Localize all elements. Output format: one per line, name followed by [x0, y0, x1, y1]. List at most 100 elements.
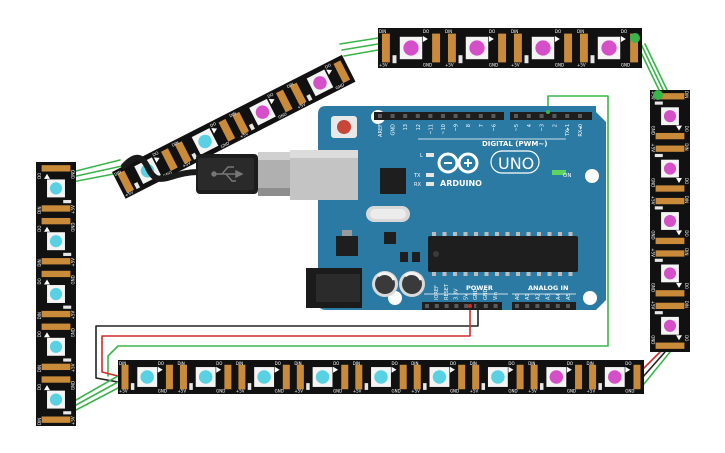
solder-pad [399, 364, 407, 390]
direction-arrow [422, 36, 428, 42]
led-light [313, 76, 327, 90]
strip-label-do: DO [266, 92, 274, 99]
strip-label-do: DO [621, 29, 627, 34]
solder-pad [179, 364, 187, 390]
strip-label-gnd: GND [651, 283, 656, 292]
chip-pin [568, 232, 573, 236]
resistor [423, 383, 427, 390]
resistor [63, 411, 72, 415]
strip-label-din: DIN [470, 361, 477, 366]
l-led-label: L [420, 153, 423, 159]
strip-label-do: DO [684, 178, 689, 184]
solder-pad [41, 217, 71, 225]
pin-label: TX▸1 [565, 124, 571, 137]
strip-label-do: DO [275, 361, 281, 366]
strip-label-gnd: GND [216, 389, 225, 394]
strip-label-do: DO [555, 29, 561, 34]
chip-pin [495, 232, 499, 236]
tx-led-label: TX [413, 173, 421, 179]
direction-arrow [554, 36, 560, 42]
led-light [663, 110, 677, 123]
strip-label-vdd: +5V [239, 131, 249, 139]
solder-pad [630, 33, 639, 63]
strip-label-gnd: GND [333, 389, 342, 394]
digital-header [510, 112, 592, 120]
strip-label-vdd: +5V [71, 311, 76, 320]
pin-label: AREF [378, 124, 384, 137]
strip-label-din: DIN [37, 418, 42, 425]
pin-hole [565, 114, 570, 118]
l-led [426, 153, 434, 157]
strip-label-vdd: +5V [470, 389, 479, 394]
solder-pad [530, 364, 538, 390]
strip-label-vdd: +5V [651, 91, 656, 100]
resistor [524, 55, 529, 64]
strip-label-din: DIN [228, 111, 237, 119]
solder-pad [161, 148, 178, 171]
solder-pad [655, 237, 685, 245]
direction-arrow [488, 36, 494, 42]
bottom-pin-holes [425, 304, 570, 308]
led-light [432, 370, 447, 384]
strip-label-gnd: GND [567, 389, 576, 394]
led-light [374, 370, 388, 384]
chip-pin [463, 272, 468, 276]
pin-hole [483, 304, 488, 308]
pin-label: ~5 [514, 124, 520, 131]
analog-header [512, 302, 576, 310]
chip-pin [547, 272, 552, 276]
strip-label-do: DO [158, 361, 164, 366]
strip-label-vdd: +5V [445, 63, 454, 68]
pin-label: RESET [444, 283, 450, 300]
solder-pad [218, 118, 236, 142]
strip-label-gnd: GND [335, 82, 345, 91]
strip-label-vdd: +5V [236, 389, 245, 394]
strip-label-din: DIN [236, 361, 243, 366]
solder-pad [575, 364, 583, 390]
strip-label-do: DO [324, 62, 332, 69]
pin-hole [466, 114, 471, 118]
chip-pin [432, 232, 436, 236]
solder-pad [41, 310, 71, 318]
led-light [469, 40, 485, 56]
strip-label-din: DIN [37, 312, 42, 319]
strip-label-din: DIN [528, 361, 535, 366]
pin-label: A4 [556, 293, 562, 300]
strip-label-do: DO [37, 225, 42, 231]
led-light [49, 340, 63, 353]
data-wire [107, 95, 609, 377]
solder-pad [238, 364, 246, 390]
led-light [49, 393, 63, 406]
solder-pad [174, 141, 192, 164]
solder-pad [296, 364, 304, 390]
led-strips: DIN DO +5V GND DIN DO +5V GND DIN DO +5V GND DIN DO +5… [36, 28, 690, 426]
analog-label: ANALOG IN [528, 284, 568, 292]
pin-label: 12 [416, 124, 422, 130]
strip-label-gnd: GND [71, 328, 76, 337]
led-light [608, 370, 622, 384]
pin-hole [493, 304, 498, 308]
strip-label-vdd: +5V [71, 363, 76, 372]
solder-pad [355, 364, 363, 390]
pin-hole [478, 114, 483, 118]
direction-arrow [44, 332, 50, 338]
resistor [654, 153, 663, 158]
pin-label: A0 [515, 293, 521, 300]
resistor [654, 101, 663, 105]
small-ic [380, 168, 406, 194]
chip-pin [463, 232, 468, 236]
strip-label-vdd: +5V [177, 389, 186, 394]
led-light [535, 40, 551, 56]
strip-label-vdd: +5V [124, 189, 134, 197]
led-light [49, 182, 63, 195]
solder-pad [633, 364, 641, 390]
solder-pad [282, 364, 290, 390]
solder-pad [472, 364, 480, 390]
chip-pin [568, 272, 573, 276]
solder-pad [447, 33, 456, 63]
strip-label-gnd: GND [651, 230, 656, 239]
resistor [63, 200, 72, 204]
pin-hole [539, 114, 544, 118]
strip-label-vdd: +5V [511, 63, 520, 68]
